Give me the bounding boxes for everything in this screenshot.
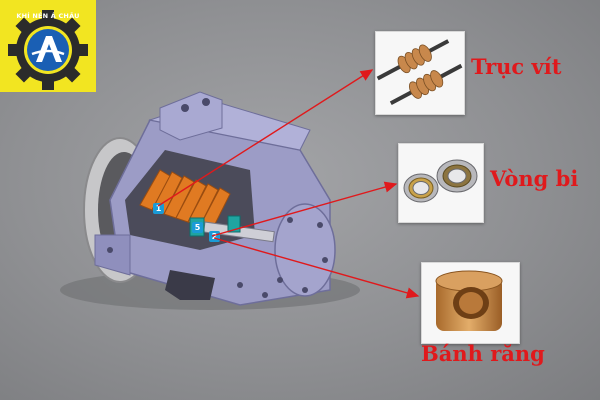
badge-5: 5 bbox=[192, 222, 203, 233]
ball-bearing-image bbox=[398, 143, 484, 223]
bronze-bushing-image bbox=[421, 262, 520, 344]
ball-bearing-label: Vòng bi bbox=[490, 166, 579, 191]
arrow-to-gear bbox=[213, 237, 420, 299]
arrow-to-bearing bbox=[211, 181, 398, 237]
screw-rotor-image bbox=[375, 31, 465, 115]
gear-label: Bánh răng bbox=[421, 341, 545, 366]
screw-rotor-label: Trục vít bbox=[471, 54, 562, 79]
logo-text: KHÍ NÉN Á CHÂU bbox=[16, 12, 80, 20]
company-logo: KHÍ NÉN Á CHÂU bbox=[0, 0, 96, 92]
badge-2: 2 bbox=[209, 231, 220, 242]
arrow-to-screw bbox=[157, 69, 374, 207]
badge-1: 1 bbox=[153, 203, 164, 214]
gear-logo-icon bbox=[8, 10, 88, 90]
